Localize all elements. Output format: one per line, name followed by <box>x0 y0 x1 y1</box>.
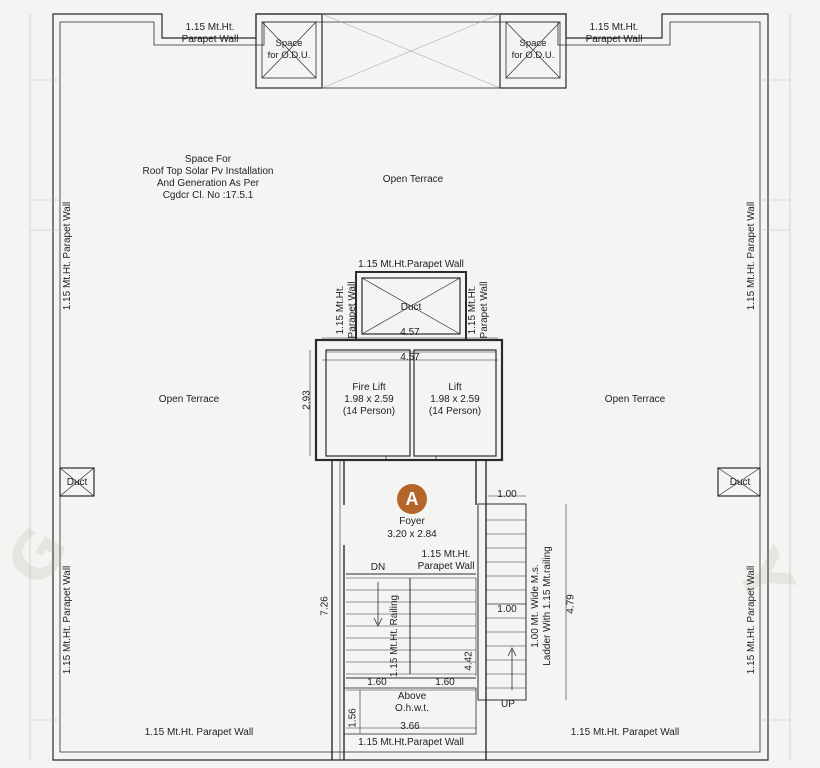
duct-right-label: Duct <box>729 477 751 488</box>
dim-100-top: 1.00 <box>497 489 517 500</box>
parapet-right-top-label: 1.15 Mt.Ht. Parapet Wall <box>746 201 757 311</box>
open-terrace-top: Open Terrace <box>382 174 444 185</box>
dim-366: 3.66 <box>400 721 420 732</box>
lift-label: Lift 1.98 x 2.59 (14 Person) <box>428 382 482 417</box>
duct-right <box>717 467 761 497</box>
dim-293: 2.93 <box>301 390 313 410</box>
inner-wall <box>59 21 761 753</box>
dim-156: 1.56 <box>347 708 359 728</box>
railing-label: 1.15 Mt.Ht. Railing <box>389 594 401 678</box>
odu-space-right <box>499 13 567 89</box>
dn-label: DN <box>370 562 386 573</box>
dim-100-mid: 1.00 <box>497 604 517 615</box>
parapet-right-bottom-label: 1.15 Mt.Ht. Parapet Wall <box>746 565 757 675</box>
duct-left <box>59 467 95 497</box>
odu-left-label: Space for O.D.U. <box>267 38 311 61</box>
parapet-core-top-label: 1.15 Mt.Ht.Parapet Wall <box>358 259 464 270</box>
duct-left-label: Duct <box>66 477 88 488</box>
parapet-top-left-label: 1.15 Mt.Ht. Parapet Wall <box>181 22 239 45</box>
dim-160-left: 1.60 <box>367 677 387 688</box>
parapet-left-top-label: 1.15 Mt.Ht. Parapet Wall <box>62 201 73 311</box>
up-label: UP <box>501 699 515 710</box>
stair-block <box>331 460 487 760</box>
duct-core <box>361 277 461 335</box>
foyer-marker-badge: A <box>397 484 427 514</box>
foyer-size: 3.20 x 2.84 <box>387 529 437 540</box>
open-terrace-right: Open Terrace <box>604 394 666 405</box>
dim-160-right: 1.60 <box>435 677 455 688</box>
parapet-core-left-label: 1.15 Mt.Ht. Parapet Wall <box>335 281 358 339</box>
odu-right-label: Space for O.D.U. <box>511 38 555 61</box>
parapet-bottom-center-label: 1.15 Mt.Ht.Parapet Wall <box>358 737 464 748</box>
foyer-title: Foyer <box>399 516 425 527</box>
parapet-left-bottom-label: 1.15 Mt.Ht. Parapet Wall <box>62 565 73 675</box>
dim-479: 4.79 <box>565 594 577 614</box>
ladder-note: 1.00 Mt. Wide M.s. Ladder With 1.15 Mt.r… <box>530 546 553 666</box>
parapet-top-right-label: 1.15 Mt.Ht. Parapet Wall <box>585 22 643 45</box>
dim-457-a: 4.57 <box>400 327 420 338</box>
open-terrace-left: Open Terrace <box>158 394 220 405</box>
dim-457-b: 4.57 <box>400 352 420 363</box>
parapet-bottom-right-label: 1.15 Mt.Ht. Parapet Wall <box>570 727 680 738</box>
duct-core-label: Duct <box>400 302 422 313</box>
parapet-core-right-label: 1.15 Mt.Ht. Parapet Wall <box>467 281 490 339</box>
dim-442: 4.42 <box>463 651 475 671</box>
lift-core <box>314 338 504 462</box>
parapet-stair-label: 1.15 Mt.Ht. Parapet Wall <box>417 549 475 572</box>
parapet-bottom-left-label: 1.15 Mt.Ht. Parapet Wall <box>144 727 254 738</box>
solar-note: Space For Roof Top Solar Pv Installation… <box>142 154 274 201</box>
above-ohwt-label: Above O.h.w.t. <box>395 691 429 714</box>
dim-726: 7.26 <box>319 596 331 616</box>
fire-lift-label: Fire Lift 1.98 x 2.59 (14 Person) <box>342 382 396 417</box>
